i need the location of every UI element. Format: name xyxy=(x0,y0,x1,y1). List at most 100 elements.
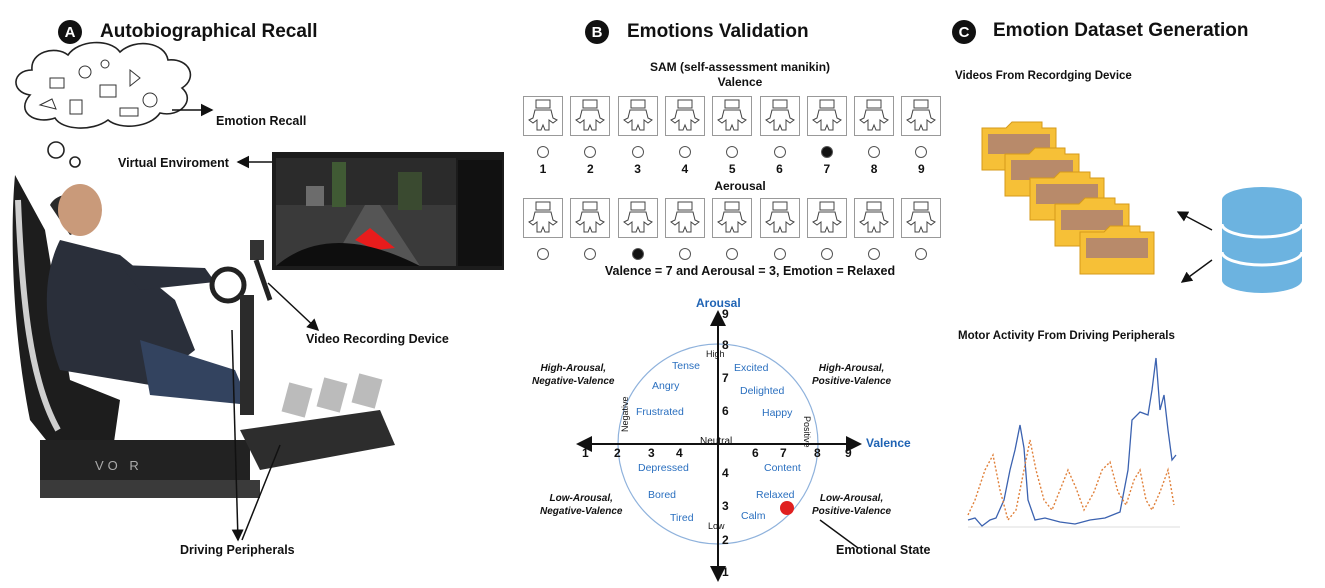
sam-manikin-1: 1 xyxy=(523,96,563,176)
sam-number-2: 2 xyxy=(586,162,594,176)
panel-a-badge: A xyxy=(58,20,82,44)
sam-valence-row: 1 2 3 4 5 6 7 8 9 xyxy=(523,96,943,176)
database-icon xyxy=(1220,187,1304,293)
sam-radio-8[interactable] xyxy=(868,146,881,158)
arousal-tick-6: 6 xyxy=(722,404,729,418)
emotion-depressed: Depressed xyxy=(638,462,689,474)
low-label: Low xyxy=(708,521,725,531)
emotion-delighted: Delighted xyxy=(740,385,785,397)
thought-cloud xyxy=(15,41,192,168)
valence-tick-8: 8 xyxy=(814,446,821,460)
sam-radio-6[interactable] xyxy=(773,248,786,260)
emotion-excited: Excited xyxy=(734,362,769,374)
arousal-tick-3: 3 xyxy=(722,499,729,513)
panel-b-title: Emotions Validation xyxy=(627,21,809,42)
sam-manikin-3 xyxy=(617,198,658,260)
virtual-environment-screen xyxy=(272,152,504,270)
arousal-axis-label: Arousal xyxy=(696,296,741,310)
arousal-tick-8: 8 xyxy=(722,338,729,352)
valence-tick-4: 4 xyxy=(676,446,683,460)
video-recording-device-label: Video Recording Device xyxy=(306,332,449,346)
sam-radio-1[interactable] xyxy=(537,146,549,158)
sam-radio-6[interactable] xyxy=(773,146,786,158)
sam-radio-4[interactable] xyxy=(678,248,691,260)
sam-number-4: 4 xyxy=(681,162,689,176)
valence-tick-6: 6 xyxy=(752,446,759,460)
motor-activity-label: Motor Activity From Driving Peripherals xyxy=(958,330,1175,342)
sam-arousal-row xyxy=(523,198,943,264)
sam-number-5: 5 xyxy=(728,162,736,176)
sam-number-7: 7 xyxy=(823,162,831,176)
sam-radio-9[interactable] xyxy=(915,146,928,158)
sam-number-9: 9 xyxy=(918,162,925,176)
sam-manikin-8 xyxy=(854,198,895,260)
sam-manikin-7: 7 xyxy=(806,96,847,176)
valence-title: Valence xyxy=(717,75,763,89)
sam-manikin-2 xyxy=(570,198,611,260)
emotional-state-dot xyxy=(780,501,794,515)
sam-number-3: 3 xyxy=(634,162,641,176)
sam-radio-9[interactable] xyxy=(915,248,928,260)
arousal-tick-1: 1 xyxy=(722,565,729,579)
driving-peripherals-label: Driving Peripherals xyxy=(180,543,295,557)
panel-a-title: Autobiographical Recall xyxy=(100,21,318,42)
emotion-content: Content xyxy=(764,462,801,474)
sam-radio-5[interactable] xyxy=(726,248,739,260)
valence-axis-label: Valence xyxy=(866,436,911,450)
videos-label: Videos From Recordging Device xyxy=(955,70,1132,82)
sam-manikin-9: 9 xyxy=(901,96,942,176)
quadrant-bottom-left: Low-Arousal,Negative-Valence xyxy=(540,493,623,517)
db-arrow-2 xyxy=(1180,259,1213,283)
emotion-bored: Bored xyxy=(648,489,677,501)
sam-radio-5[interactable] xyxy=(726,146,739,158)
panel-c-badge: C xyxy=(952,20,976,44)
sam-manikin-3: 3 xyxy=(617,96,658,176)
peripherals-arrow-2 xyxy=(241,444,281,541)
emotion-angry: Angry xyxy=(652,380,680,392)
sam-radio-2[interactable] xyxy=(584,248,597,260)
emotion-relaxed: Relaxed xyxy=(756,489,795,501)
video-folders xyxy=(981,121,1155,275)
sam-manikin-6 xyxy=(759,198,800,260)
sam-manikin-5 xyxy=(712,198,753,260)
seat-brand-text: VO R xyxy=(95,458,143,473)
virtual-environment-label: Virtual Enviroment xyxy=(118,156,229,170)
sam-radio-3[interactable] xyxy=(631,248,644,260)
panel-c-title: Emotion Dataset Generation xyxy=(993,20,1249,41)
sam-manikin-9 xyxy=(901,198,942,260)
sam-result-text: Valence = 7 and Aerousal = 3, Emotion = … xyxy=(604,264,896,278)
panel-b-badge: B xyxy=(585,20,609,44)
sam-radio-4[interactable] xyxy=(678,146,691,158)
sam-radio-7[interactable] xyxy=(820,248,833,260)
quadrant-top-right: High-Arousal,Positive-Valence xyxy=(812,363,892,387)
arousal-tick-2: 2 xyxy=(722,533,729,547)
peripherals-arrow-1 xyxy=(231,329,244,542)
motor-activity-plot xyxy=(967,357,1180,528)
valence-tick-3: 3 xyxy=(648,446,655,460)
sam-radio-2[interactable] xyxy=(584,146,597,158)
quadrant-bottom-right: Low-Arousal,Positive-Valence xyxy=(812,493,892,517)
sam-radio-3[interactable] xyxy=(631,146,644,158)
emotion-recall-label: Emotion Recall xyxy=(216,114,307,128)
sam-manikin-4 xyxy=(664,198,705,260)
arousal-title: Aerousal xyxy=(714,179,766,193)
emotion-frustrated: Frustrated xyxy=(636,406,684,418)
sam-manikin-4: 4 xyxy=(664,96,705,176)
sam-radio-1[interactable] xyxy=(537,248,549,260)
valence-tick-2: 2 xyxy=(614,446,621,460)
sam-radio-7[interactable] xyxy=(820,146,833,158)
sam-manikin-8: 8 xyxy=(854,96,895,176)
positive-label: Positive xyxy=(802,416,812,448)
sam-radio-8[interactable] xyxy=(868,248,881,260)
cloud-icons-group xyxy=(38,59,158,117)
emotion-tense: Tense xyxy=(672,360,701,372)
sam-number-6: 6 xyxy=(776,162,783,176)
circumplex-graphics xyxy=(576,310,862,582)
sam-manikin-2: 2 xyxy=(570,96,611,176)
emotional-state-label: Emotional State xyxy=(836,543,931,557)
neutral-label: Neutral xyxy=(700,436,733,447)
valence-tick-1: 1 xyxy=(582,446,589,460)
valence-tick-9: 9 xyxy=(845,446,852,460)
arousal-tick-4: 4 xyxy=(722,466,729,480)
sam-manikin-5: 5 xyxy=(712,96,753,176)
